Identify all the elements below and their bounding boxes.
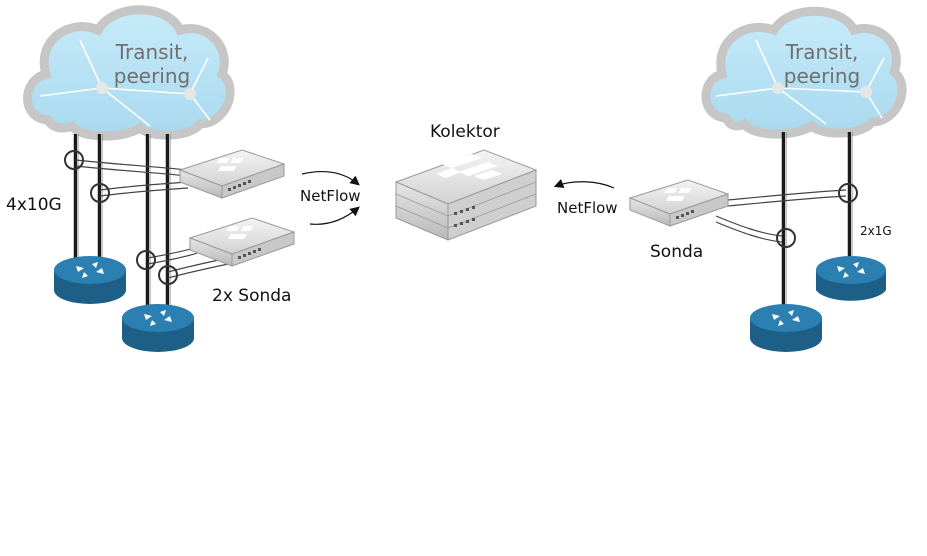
collector-label: Kolektor <box>430 122 500 142</box>
left-link-speed-label: 4x10G <box>6 195 62 215</box>
netflow-arrows <box>301 171 615 225</box>
left-cloud <box>23 5 235 141</box>
probe-left-2 <box>188 217 296 267</box>
cloud-label-line1: Transit, <box>115 40 189 64</box>
right-probe-label: Sonda <box>650 242 704 262</box>
cloud-label-line1: Transit, <box>785 40 859 64</box>
right-cloud <box>701 6 907 139</box>
right-link-speed-label: 2x1G <box>860 224 892 238</box>
tap-ring <box>64 150 84 170</box>
right-links <box>715 132 858 310</box>
tap-ring <box>90 183 110 203</box>
netflow-label-right: NetFlow <box>557 199 618 217</box>
tap-ring <box>136 250 156 270</box>
router-icon <box>122 304 194 352</box>
router-icon <box>750 304 822 352</box>
probe-left-1 <box>178 149 286 199</box>
probe-right <box>628 179 730 227</box>
left-probes-label: 2x Sonda <box>212 286 292 306</box>
netflow-label-left: NetFlow <box>300 187 361 205</box>
tap-ring <box>838 183 858 203</box>
router-icon <box>54 256 126 304</box>
tap-ring <box>158 265 178 285</box>
tap-ring <box>776 228 796 248</box>
router-icon <box>816 256 886 301</box>
cloud-label-line2: peering <box>113 64 191 88</box>
cloud-label-left: Transit, peering <box>92 40 212 88</box>
cloud-label-line2: peering <box>783 64 861 88</box>
cloud-label-right: Transit, peering <box>762 40 882 88</box>
collector-server <box>394 149 538 241</box>
